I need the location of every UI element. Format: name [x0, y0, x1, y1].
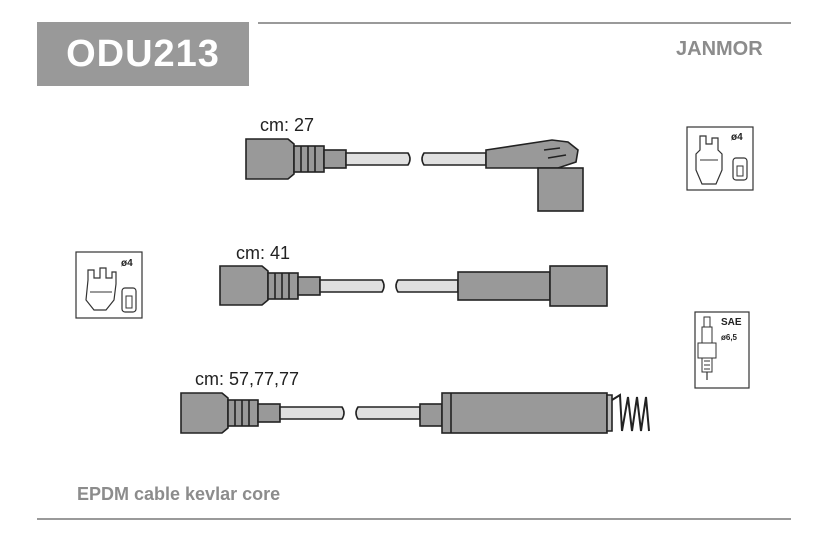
- cable-3-rib: [227, 399, 259, 427]
- cable-1-wire-a: [345, 152, 411, 166]
- cable-1: [245, 138, 584, 212]
- cable-material-note: EPDM cable kevlar core: [77, 484, 281, 504]
- distributor-cap-icon-right: ø4: [686, 126, 754, 191]
- cable-2-sleeve: [457, 271, 551, 301]
- cable-1-wire-b: [421, 152, 487, 166]
- cable-2-rib: [267, 272, 299, 300]
- cable-1-angle-head: [485, 139, 579, 169]
- cable-2-boot: [219, 265, 269, 306]
- cable-2-right-boot: [549, 265, 608, 307]
- footer-rule: [37, 518, 791, 520]
- spark-plug-icon: SAE ø6,5: [694, 311, 750, 389]
- cable-2: [219, 265, 608, 307]
- distributor-cap-icon-left: ø4: [75, 251, 143, 319]
- cable-2-length: cm: 41: [236, 243, 291, 263]
- cable-1-boot: [245, 138, 295, 180]
- distributor-cap-right-label: ø4: [731, 132, 743, 143]
- cable-2-wire-b: [395, 279, 459, 293]
- cable-1-length: cm: 27: [260, 115, 315, 135]
- cable-1-collar: [323, 149, 347, 169]
- cable-2-wire-a: [319, 279, 385, 293]
- distributor-cap-left-label: ø4: [121, 258, 133, 269]
- cable-3-wire-a: [279, 406, 345, 420]
- product-code: ODU213: [66, 33, 220, 75]
- cable-1-right-boot: [537, 167, 584, 212]
- cable-2-collar: [297, 276, 321, 296]
- cable-3-spring: [611, 393, 650, 432]
- cable-3-length: cm: 57,77,77: [195, 369, 300, 389]
- cable-3-wire-b: [355, 406, 421, 420]
- brand-label: JANMOR: [676, 38, 763, 60]
- spark-plug-label-bottom: ø6,5: [721, 333, 738, 342]
- cable-3-boot: [180, 392, 229, 434]
- cable-1-rib: [293, 145, 325, 173]
- header-rule: [258, 22, 791, 24]
- spark-plug-label-top: SAE: [721, 317, 742, 328]
- product-code-box: ODU213: [37, 22, 249, 86]
- cable-3-long-boot: [441, 392, 608, 434]
- cable-3-transition: [419, 403, 443, 427]
- cable-3-collar: [257, 403, 281, 423]
- cable-3: [180, 392, 650, 434]
